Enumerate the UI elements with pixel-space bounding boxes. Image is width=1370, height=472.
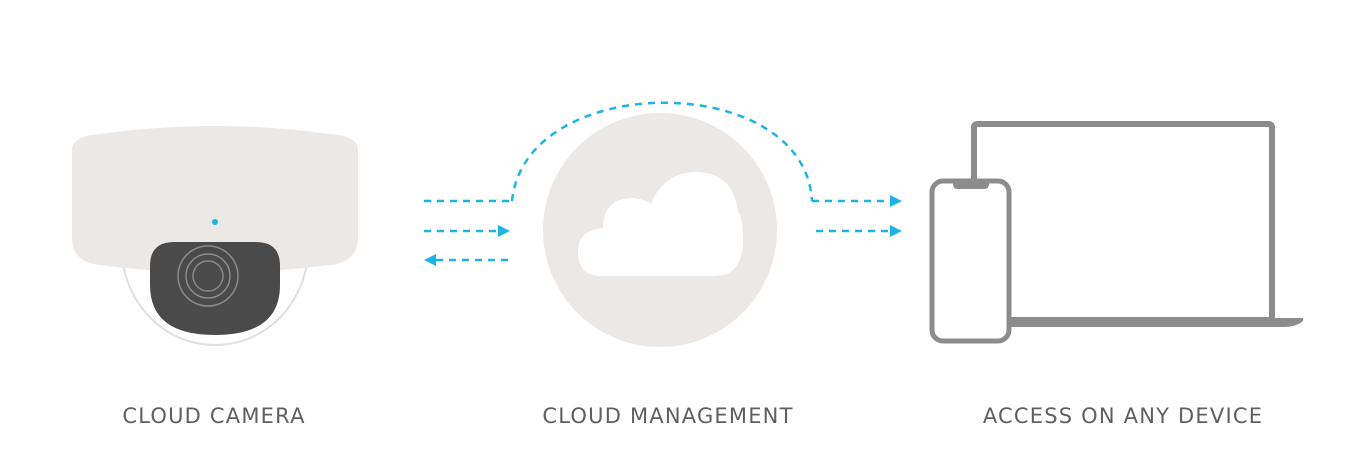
smartphone-icon [929,178,1012,344]
laptop-screen [971,121,1275,323]
cloud-device-arrows [812,195,902,237]
downlink-top-head [890,195,902,207]
caption-cloud-management: CLOUD MANAGEMENT [542,404,794,428]
laptop-base [1003,318,1303,327]
cloud-icon [543,113,777,347]
camera-status-led [212,219,218,225]
dome-camera-icon [72,126,358,347]
arrow-right-head [498,225,510,237]
arrow-left-head [424,254,436,266]
downlink-bottom-head [890,225,902,237]
laptop-icon [971,121,1303,327]
caption-access-any-device: ACCESS ON ANY DEVICE [982,404,1264,428]
phone-notch [953,181,989,189]
camera-lens-ring-outer [177,245,239,307]
cloud-arc-dashed [510,101,814,202]
caption-cloud-camera: CLOUD CAMERA [122,404,306,428]
cloud-shape [578,172,743,276]
camera-lens-ring-inner [192,260,224,292]
camera-lens-ring-middle [185,253,231,299]
camera-cloud-arrows [424,199,512,266]
phone-body [929,178,1012,344]
camera-housing [72,126,358,273]
